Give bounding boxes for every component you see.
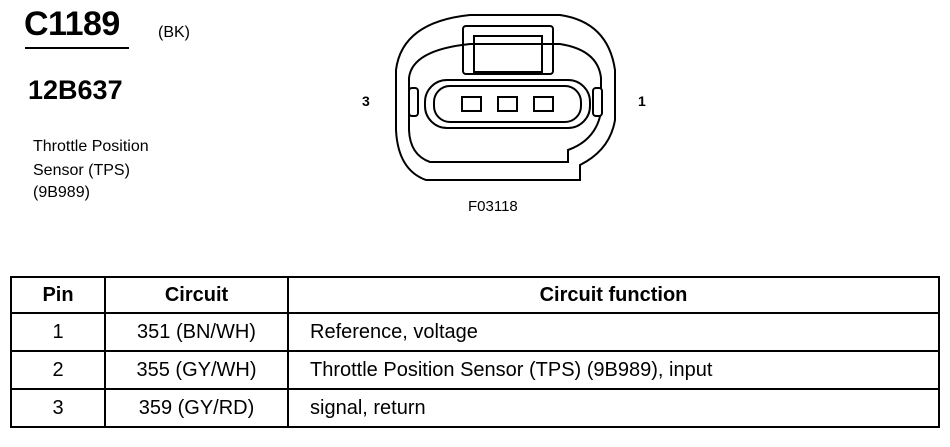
pin-number-label-right: 1 — [638, 93, 646, 109]
locking-tab — [462, 25, 554, 75]
figure-code: F03118 — [468, 198, 518, 215]
pin-cavity-inner — [433, 85, 582, 123]
pin-cavity — [424, 79, 591, 129]
pin-number-label-left: 3 — [362, 93, 370, 109]
table-row: 3 359 (GY/RD) signal, return — [10, 388, 940, 428]
side-key-right — [592, 87, 603, 117]
side-key-left — [408, 87, 419, 117]
header-circuit-function: Circuit function — [287, 276, 940, 314]
locking-tab-inner — [473, 35, 543, 73]
table-row: 1 351 (BN/WH) Reference, voltage — [10, 312, 940, 352]
component-description-line: Sensor (TPS) — [33, 162, 130, 179]
connector-id-underline — [25, 47, 129, 49]
connector-outer-housing — [395, 14, 616, 181]
cell-pin: 3 — [10, 388, 106, 428]
component-description-line: (9B989) — [33, 184, 90, 201]
terminal-1 — [533, 96, 554, 112]
connector-face-diagram — [395, 14, 616, 181]
header-pin: Pin — [10, 276, 106, 314]
terminal-3 — [461, 96, 482, 112]
cell-pin: 2 — [10, 350, 106, 390]
connector-color-code: (BK) — [158, 24, 190, 41]
cell-function: Reference, voltage — [287, 312, 940, 352]
pinout-table: Pin Circuit Circuit function 1 351 (BN/W… — [10, 276, 940, 428]
cell-circuit: 355 (GY/WH) — [104, 350, 289, 390]
table-header-row: Pin Circuit Circuit function — [10, 276, 940, 314]
cell-circuit: 359 (GY/RD) — [104, 388, 289, 428]
table-row: 2 355 (GY/WH) Throttle Position Sensor (… — [10, 350, 940, 390]
part-number: 12B637 — [28, 75, 123, 105]
connector-inner-housing — [408, 43, 602, 163]
cell-function: signal, return — [287, 388, 940, 428]
terminal-2 — [497, 96, 518, 112]
cell-pin: 1 — [10, 312, 106, 352]
connector-id: C1189 — [24, 5, 120, 43]
header-circuit: Circuit — [104, 276, 289, 314]
cell-circuit: 351 (BN/WH) — [104, 312, 289, 352]
component-description-line: Throttle Position — [33, 138, 149, 155]
cell-function: Throttle Position Sensor (TPS) (9B989), … — [287, 350, 940, 390]
